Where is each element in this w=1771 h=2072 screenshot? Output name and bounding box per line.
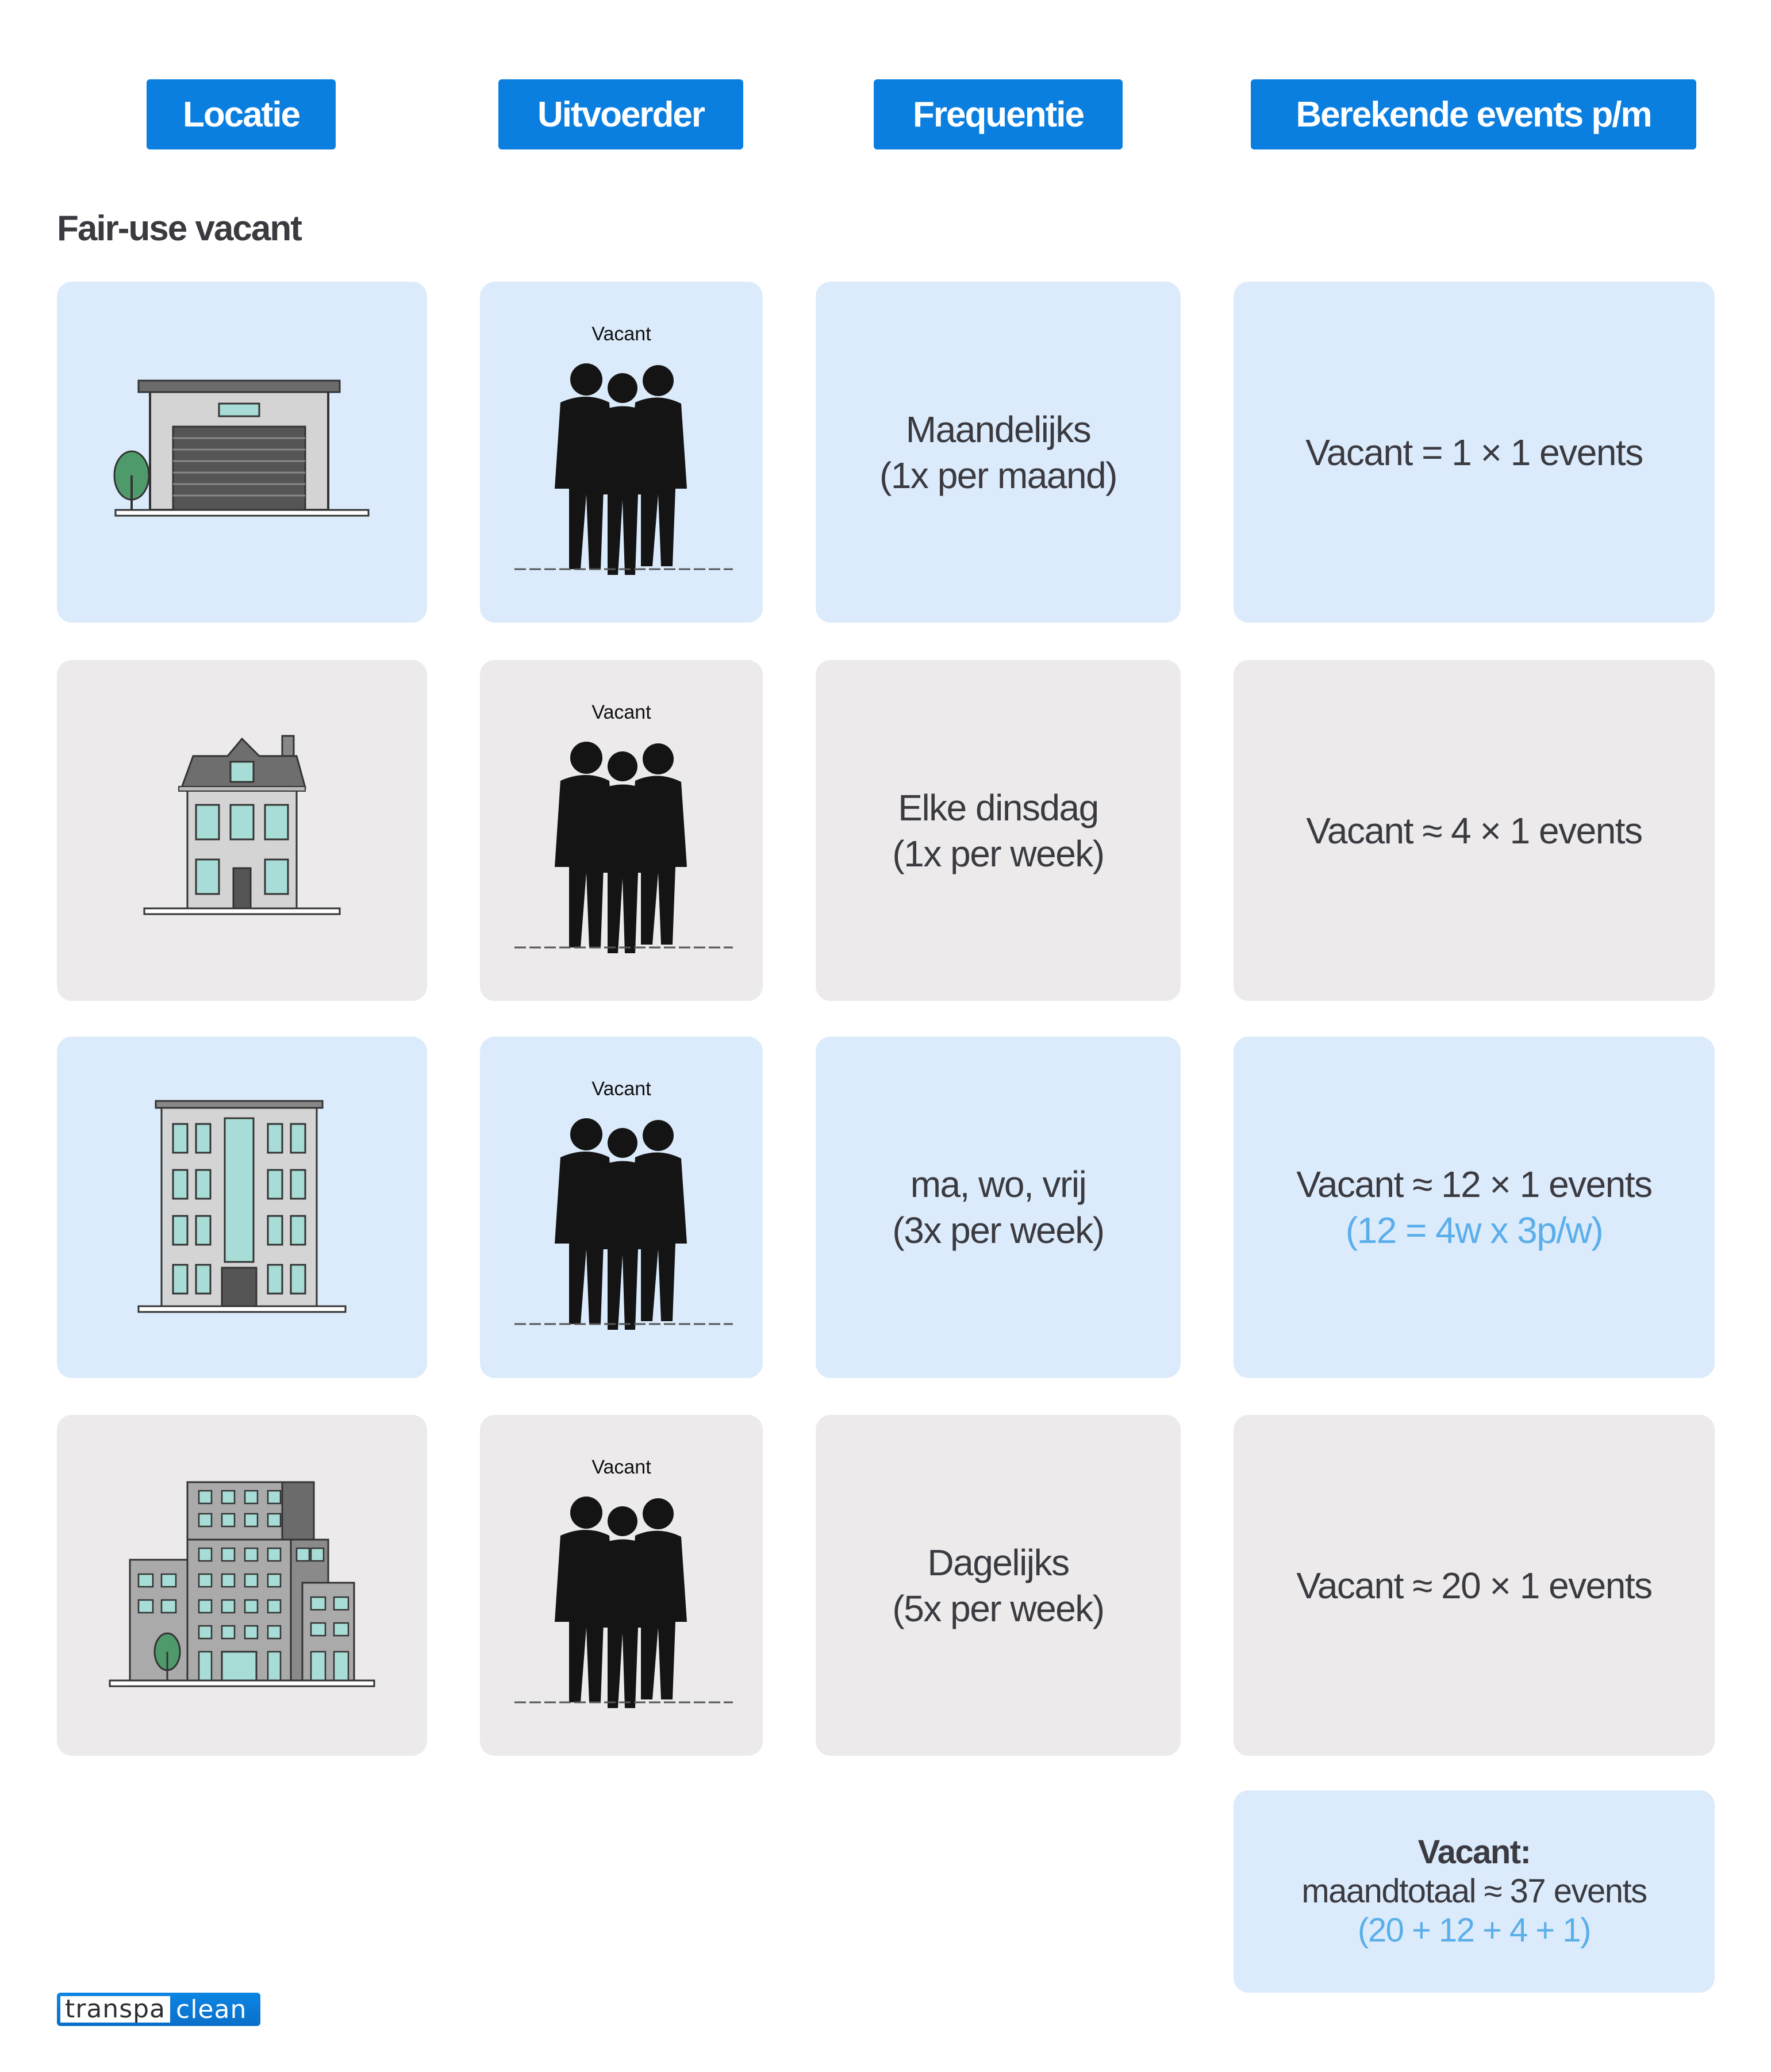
frequency-text: ma, wo, vrij — [910, 1164, 1087, 1205]
frequency-text: Maandelijks — [905, 408, 1092, 450]
frequency-detail: (1x per maand) — [879, 454, 1117, 496]
frequency-detail: (3x per week) — [892, 1210, 1105, 1251]
performer-label: Vacant — [591, 1078, 651, 1100]
frequency-text: Elke dinsdag — [898, 786, 1099, 828]
people-silhouette-icon — [514, 363, 733, 575]
header-locatie: Locatie — [147, 79, 336, 149]
people-silhouette-icon — [514, 1118, 733, 1330]
performer-card: Vacant — [480, 1037, 763, 1378]
events-text: Vacant = 1 × 1 events — [1305, 431, 1643, 473]
office-building-icon — [137, 1100, 347, 1313]
section-title: Fair-use vacant — [57, 209, 302, 248]
location-card — [57, 1037, 427, 1378]
transpaclean-logo: transpa clean — [57, 1993, 260, 2026]
performer-label: Vacant — [591, 1456, 651, 1478]
logo-part1: transpa — [60, 1996, 171, 2023]
house-icon — [143, 735, 341, 915]
performer-card: Vacant — [480, 660, 763, 1001]
frequency-card: Maandelijks (1x per maand) — [816, 282, 1181, 623]
events-note: (12 = 4w x 3p/w) — [1345, 1210, 1604, 1251]
header-berekende-events: Berekende events p/m — [1251, 79, 1696, 149]
frequency-detail: (5x per week) — [892, 1587, 1105, 1629]
events-card: Vacant ≈ 20 × 1 events — [1234, 1415, 1715, 1756]
performer-card: Vacant — [480, 282, 763, 623]
performer-card: Vacant — [480, 1415, 763, 1756]
office-complex-icon — [109, 1481, 375, 1687]
performer-label: Vacant — [591, 701, 651, 723]
total-value: maandtotaal ≈ 37 events — [1301, 1873, 1647, 1910]
frequency-card: ma, wo, vrij (3x per week) — [816, 1037, 1181, 1378]
people-silhouette-icon — [514, 742, 733, 953]
frequency-text: Dagelijks — [927, 1541, 1070, 1583]
events-card: Vacant ≈ 12 × 1 events (12 = 4w x 3p/w) — [1234, 1037, 1715, 1378]
performer-label: Vacant — [591, 323, 651, 345]
frequency-detail: (1x per week) — [892, 832, 1105, 874]
events-card: Vacant = 1 × 1 events — [1234, 282, 1715, 623]
total-card: Vacant: maandtotaal ≈ 37 events (20 + 12… — [1234, 1790, 1715, 1993]
events-text: Vacant ≈ 4 × 1 events — [1306, 809, 1643, 851]
frequency-card: Dagelijks (5x per week) — [816, 1415, 1181, 1756]
total-label: Vacant: — [1417, 1833, 1531, 1871]
location-card — [57, 1415, 427, 1756]
logo-part2: clean — [176, 1994, 247, 2024]
location-card — [57, 660, 427, 1001]
people-silhouette-icon — [514, 1497, 733, 1708]
events-text: Vacant ≈ 12 × 1 events — [1296, 1164, 1653, 1205]
total-breakdown: (20 + 12 + 4 + 1) — [1358, 1912, 1591, 1949]
warehouse-icon — [113, 379, 370, 516]
header-uitvoerder: Uitvoerder — [498, 79, 743, 149]
location-card — [57, 282, 427, 623]
events-card: Vacant ≈ 4 × 1 events — [1234, 660, 1715, 1001]
events-text: Vacant ≈ 20 × 1 events — [1296, 1564, 1653, 1606]
frequency-card: Elke dinsdag (1x per week) — [816, 660, 1181, 1001]
header-frequentie: Frequentie — [874, 79, 1123, 149]
